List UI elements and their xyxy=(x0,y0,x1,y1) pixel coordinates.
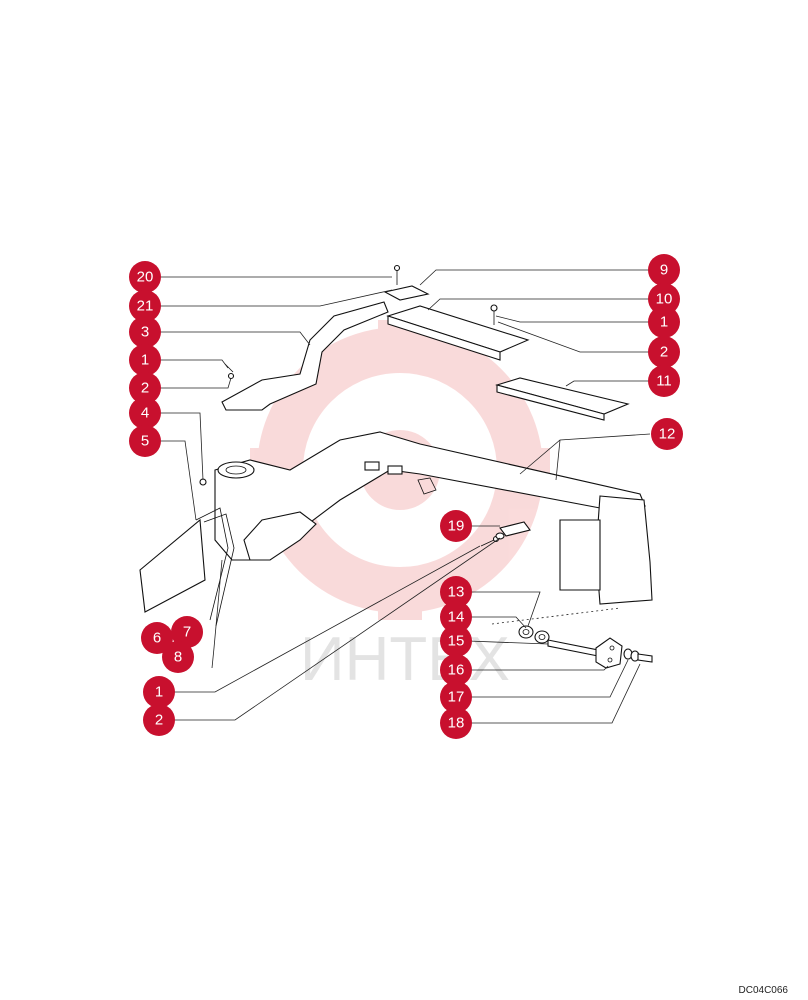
plate-9 xyxy=(383,285,430,301)
svg-text:1: 1 xyxy=(660,314,668,331)
rod-6-7-8 xyxy=(195,507,235,627)
callout-20: 20 xyxy=(129,261,161,293)
callout-10: 10 xyxy=(648,283,680,315)
callout-1-b: 1 xyxy=(143,676,175,708)
svg-text:14: 14 xyxy=(448,609,465,626)
svg-text:2: 2 xyxy=(141,380,149,397)
bolt-18 xyxy=(630,650,653,663)
callout-16: 16 xyxy=(440,654,472,686)
svg-text:15: 15 xyxy=(448,633,465,650)
callout-15: 15 xyxy=(440,625,472,657)
callout-21: 21 xyxy=(129,290,161,322)
callout-1-a: 1 xyxy=(129,344,161,376)
svg-text:4: 4 xyxy=(141,405,149,422)
panel-5 xyxy=(139,518,206,613)
callout-4: 4 xyxy=(129,397,161,429)
svg-text:18: 18 xyxy=(448,715,465,732)
plate-10 xyxy=(386,305,530,361)
svg-text:6: 6 xyxy=(153,630,161,647)
callout-8: 8 xyxy=(162,641,194,673)
svg-text:19: 19 xyxy=(448,518,465,535)
drawing-code: DC04C066 xyxy=(738,985,788,996)
callout-19: 19 xyxy=(440,510,472,542)
callout-12: 12 xyxy=(651,418,683,450)
svg-text:21: 21 xyxy=(137,298,154,315)
svg-text:9: 9 xyxy=(660,262,668,279)
svg-text:13: 13 xyxy=(448,584,465,601)
callout-1-c: 1 xyxy=(648,306,680,338)
svg-text:3: 3 xyxy=(141,324,149,341)
pin-15 xyxy=(547,639,599,657)
washer-2-lower xyxy=(495,532,505,540)
main-frame-12 xyxy=(214,431,653,605)
svg-text:16: 16 xyxy=(448,662,465,679)
svg-text:2: 2 xyxy=(660,344,668,361)
callout-14: 14 xyxy=(440,601,472,633)
svg-text:17: 17 xyxy=(448,689,465,706)
bracket-3 xyxy=(221,301,389,411)
svg-text:12: 12 xyxy=(659,426,676,443)
callout-13: 13 xyxy=(440,576,472,608)
bolt-1-upper-right xyxy=(490,304,498,325)
svg-text:7: 7 xyxy=(183,624,191,641)
washers-13-14 xyxy=(518,625,550,644)
svg-text:1: 1 xyxy=(155,684,163,701)
svg-text:20: 20 xyxy=(137,269,154,286)
callout-2-c: 2 xyxy=(648,336,680,368)
callout-6: 6 xyxy=(141,622,173,654)
callout-2-b: 2 xyxy=(143,704,175,736)
bolt-20 xyxy=(393,264,401,285)
watermark-text: ИНТЕХ xyxy=(300,625,510,694)
svg-text:2: 2 xyxy=(155,712,163,729)
svg-text:8: 8 xyxy=(174,649,182,666)
callout-11: 11 xyxy=(648,365,680,397)
callout-2-a: 2 xyxy=(129,372,161,404)
svg-text:10: 10 xyxy=(656,291,673,308)
callout-9: 9 xyxy=(648,254,680,286)
callout-3: 3 xyxy=(129,316,161,348)
callout-17: 17 xyxy=(440,681,472,713)
plate-19 xyxy=(499,521,531,537)
leader-lines xyxy=(159,269,651,724)
svg-text:1: 1 xyxy=(141,352,149,369)
svg-text:5: 5 xyxy=(141,433,149,450)
callout-7: 7 xyxy=(171,616,203,648)
plate-16 xyxy=(595,637,623,669)
svg-text:11: 11 xyxy=(656,373,672,390)
callout-18: 18 xyxy=(440,707,472,739)
plate-11 xyxy=(495,377,630,421)
callout-5: 5 xyxy=(129,425,161,457)
